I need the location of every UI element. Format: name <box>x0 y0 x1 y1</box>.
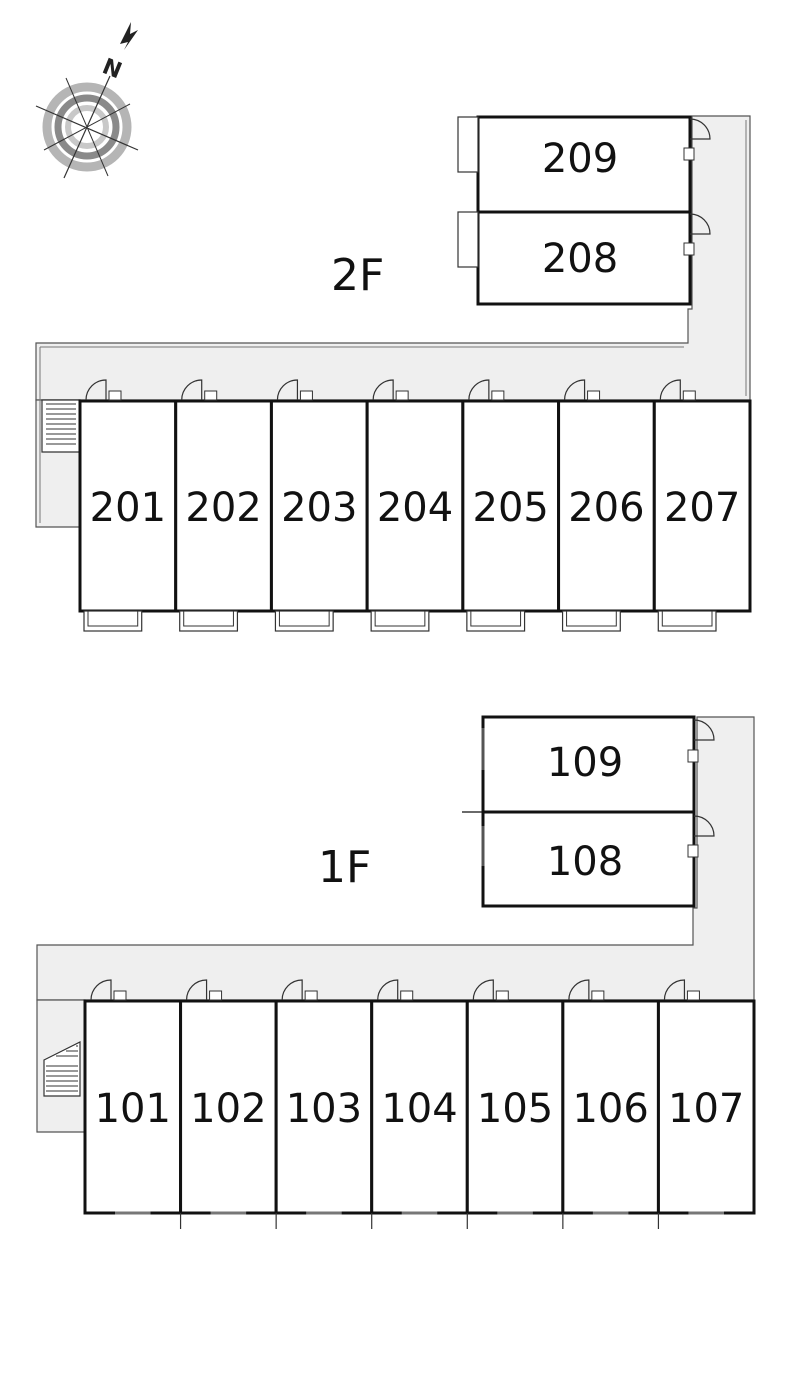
unit-101 <box>83 999 183 1215</box>
stairs-icon <box>41 399 81 453</box>
unit-label: 108 <box>547 839 623 885</box>
door-icon <box>377 979 399 1001</box>
balcony <box>466 610 526 632</box>
floor-label-2f: 2F <box>331 250 384 301</box>
unit-label: 101 <box>95 1086 171 1132</box>
door-icon <box>693 719 715 741</box>
unit-102 <box>179 999 278 1215</box>
door-icon <box>468 379 490 401</box>
balcony <box>561 610 621 632</box>
door-icon <box>659 379 681 401</box>
unit-label: 104 <box>381 1086 457 1132</box>
door-icon <box>281 979 303 1001</box>
north-label: N <box>99 54 125 84</box>
balcony <box>370 610 430 632</box>
door-icon <box>185 979 208 1001</box>
unit-104 <box>370 999 469 1215</box>
floor-label-1f: 1F <box>318 842 371 893</box>
door-icon <box>568 979 590 1001</box>
balcony <box>274 610 334 632</box>
unit-109 <box>481 715 696 814</box>
unit-204 <box>365 399 465 613</box>
floor-1f: 109 108 1F 101 102 103 104 105 106 107 <box>36 715 756 1229</box>
unit-row-2f: 201 202 203 204 205 206 207 <box>78 379 752 632</box>
unit-label: 201 <box>90 485 166 531</box>
balcony <box>83 610 143 632</box>
door-icon <box>689 118 711 140</box>
unit-label: 207 <box>664 485 740 531</box>
balcony <box>457 211 479 268</box>
unit-label: 109 <box>547 740 623 786</box>
unit-label: 204 <box>377 485 453 531</box>
unit-108 <box>481 810 696 908</box>
unit-label: 202 <box>185 485 261 531</box>
unit-row-1f: 101 102 103 104 105 106 107 <box>83 979 756 1229</box>
unit-label: 209 <box>542 136 618 182</box>
unit-207 <box>652 399 752 613</box>
unit-label: 205 <box>473 485 549 531</box>
unit-208 <box>476 210 692 306</box>
door-icon <box>689 213 711 235</box>
unit-203 <box>269 399 369 613</box>
balcony <box>179 610 239 632</box>
balcony <box>657 610 717 632</box>
door-icon <box>276 379 299 401</box>
compass-rose-icon: N <box>35 22 139 179</box>
unit-label: 208 <box>542 236 618 282</box>
unit-205 <box>461 399 561 613</box>
unit-label: 102 <box>190 1086 266 1132</box>
floor-2f: 209 208 2F 201 202 203 204 205 206 207 <box>35 115 752 632</box>
unit-label: 105 <box>477 1086 553 1132</box>
door-icon <box>663 979 686 1001</box>
door-icon <box>563 379 586 401</box>
door-icon <box>181 379 203 401</box>
door-icon <box>472 979 494 1001</box>
door-icon <box>85 379 107 401</box>
unit-label: 206 <box>568 485 644 531</box>
stairs-icon <box>43 1041 81 1097</box>
door-icon <box>90 979 112 1001</box>
unit-label: 107 <box>668 1086 744 1132</box>
balcony <box>457 116 479 173</box>
unit-label: 203 <box>281 485 357 531</box>
door-icon <box>372 379 394 401</box>
unit-label: 103 <box>286 1086 362 1132</box>
unit-107 <box>656 999 756 1215</box>
door-icon <box>693 815 715 837</box>
unit-label: 106 <box>572 1086 648 1132</box>
